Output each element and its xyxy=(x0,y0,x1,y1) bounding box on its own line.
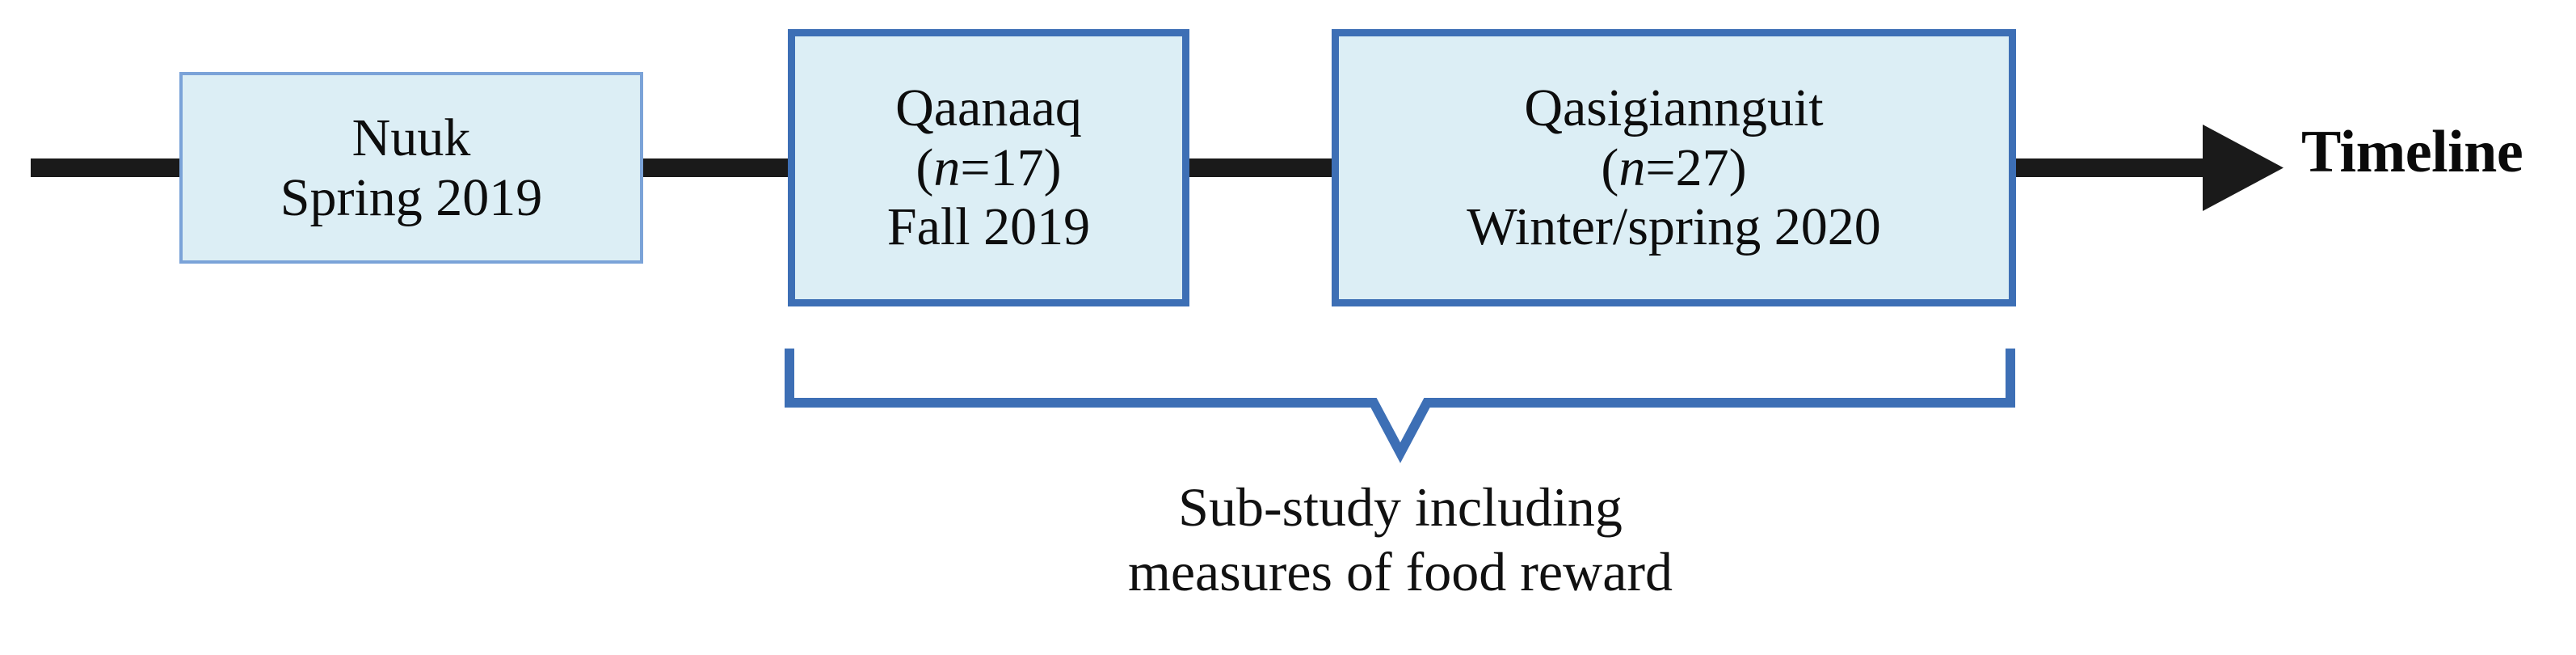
right-arrow-icon xyxy=(2203,125,2283,211)
axis-segment-start xyxy=(31,158,184,177)
paren-close: ) xyxy=(1728,137,1747,197)
timeline-node-nuuk[interactable]: Nuuk Spring 2019 xyxy=(179,72,643,264)
node-qasigiannguit-period: Winter/spring 2020 xyxy=(1467,197,1881,257)
timeline-node-qaanaaq[interactable]: Qaanaaq (n=17) Fall 2019 xyxy=(788,29,1189,306)
node-nuuk-period: Spring 2019 xyxy=(280,167,543,227)
timeline-axis-label: Timeline xyxy=(2301,119,2523,185)
node-qaanaaq-period: Fall 2019 xyxy=(886,197,1091,257)
node-nuuk-site: Nuuk xyxy=(351,108,471,167)
axis-segment-nuuk-qaanaaq xyxy=(638,158,793,177)
axis-segment-qaanaaq-qasigiannguit xyxy=(1185,158,1336,177)
timeline-node-qasigiannguit[interactable]: Qasigiannguit (n=27) Winter/spring 2020 xyxy=(1332,29,2016,306)
sample-variable: n xyxy=(1618,137,1646,197)
substudy-caption-line-2: measures of food reward xyxy=(1127,540,1673,602)
substudy-caption-line-1: Sub-study including xyxy=(1178,476,1623,538)
sample-value: =17 xyxy=(960,137,1044,197)
paren-open: ( xyxy=(1601,137,1619,197)
paren-close: ) xyxy=(1043,137,1062,197)
paren-open: ( xyxy=(915,137,934,197)
node-qasigiannguit-sample: (n=27) xyxy=(1601,138,1746,198)
sample-variable: n xyxy=(933,137,961,197)
node-qasigiannguit-site: Qasigiannguit xyxy=(1524,78,1824,137)
substudy-caption: Sub-study including measures of food rew… xyxy=(915,475,1885,604)
node-qaanaaq-sample: (n=17) xyxy=(915,138,1061,198)
node-qaanaaq-site: Qaanaaq xyxy=(895,78,1082,137)
axis-segment-end xyxy=(2010,158,2207,177)
sample-value: =27 xyxy=(1645,137,1729,197)
bracket-path xyxy=(785,349,2015,463)
